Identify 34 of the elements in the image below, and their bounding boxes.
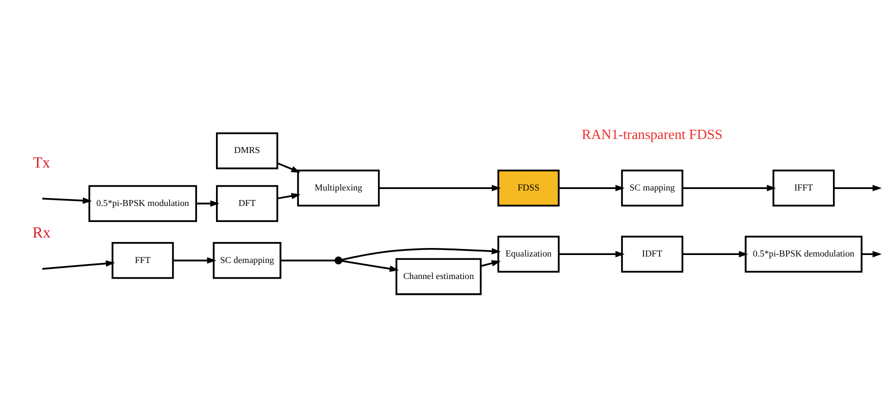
node-box: SC demapping [212,242,282,278]
node-box: Equalization [497,235,560,272]
node-box: FFT [112,242,174,278]
node-box: 0.5*pi-BPSK demodulation [744,235,862,272]
node-box: Multiplexing [297,169,380,206]
arrow [480,260,501,266]
arrow [558,184,625,191]
node-box: Channel estimation [396,258,482,295]
arrow [862,250,882,257]
node-box: IDFT [621,235,684,272]
arrow [341,260,399,272]
label: RAN1-transparent FDSS [582,126,723,142]
node-box: DFT [216,184,278,222]
node-circle [334,256,342,264]
arrow [341,247,501,260]
arrow [682,250,748,257]
arrow [378,184,501,191]
arrow [834,184,882,191]
connector [280,259,336,261]
arrow [196,200,220,206]
node-box: 0.5*pi-BPSK modulation [88,184,198,222]
arrow [173,256,216,264]
node-box: SC mapping [621,169,684,206]
arrow [682,184,776,191]
arrow [42,260,115,270]
node-box: IFFT [772,169,835,206]
arrow [42,196,92,204]
arrow [277,192,301,199]
label: Rx [32,224,51,242]
arrow [558,250,625,257]
label: Tx [32,154,50,171]
node-box: DMRS [216,132,278,169]
node-box: FDSS [497,169,560,206]
arrow [277,162,300,172]
